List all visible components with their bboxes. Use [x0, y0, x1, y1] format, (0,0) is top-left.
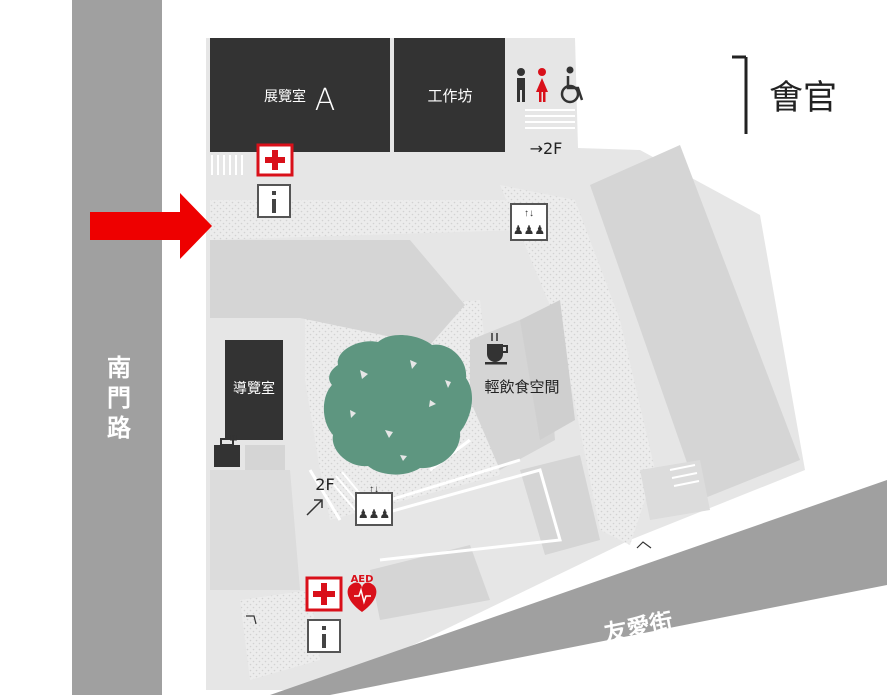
exhibition-room-a-label: 展覽室 [264, 88, 306, 105]
logo-text: 㑹官 [769, 78, 837, 118]
elevator-icon: ↑↓ ♟♟♟ [510, 203, 548, 241]
guide-room [225, 340, 283, 440]
elevator-icon: ↑↓ ♟♟♟ [355, 484, 393, 526]
info-icon [307, 619, 341, 653]
coffee-cup-icon [485, 333, 508, 365]
floor-label-center: 2F [315, 475, 334, 494]
svg-text:♟♟♟: ♟♟♟ [513, 223, 545, 237]
cafe-label: 輕飲食空間 [484, 378, 559, 396]
luggage-icon: ⚿ [214, 433, 240, 467]
entrance-arrow-icon [90, 193, 212, 259]
svg-text:↑↓: ↑↓ [524, 208, 534, 219]
workshop-label: 工作坊 [427, 87, 472, 105]
corner-marks [246, 541, 652, 625]
info-icon [257, 184, 291, 218]
exhibition-room-a [210, 38, 390, 152]
svg-text:↑↓: ↑↓ [369, 484, 379, 495]
wheelchair-icon [560, 66, 584, 104]
exhibition-room-a-letter: A [315, 83, 336, 118]
guide-room-label: 導覽室 [233, 380, 275, 397]
workshop-room [394, 38, 505, 152]
floor-label-north: →2F [530, 139, 563, 158]
stairs [211, 109, 700, 511]
building-blocks [210, 145, 800, 620]
courtyard-tree [323, 334, 473, 475]
first-aid-icon [256, 143, 294, 177]
street-label-west: 南門路 [102, 355, 131, 445]
aed-heart-icon [347, 582, 377, 612]
first-aid-icon [305, 576, 343, 612]
aed-label: AED [351, 574, 374, 585]
svg-text:♟♟♟: ♟♟♟ [358, 507, 390, 521]
restroom-icon [517, 68, 548, 102]
stair-arrow-icon [306, 499, 323, 516]
south-road [270, 480, 887, 695]
svg-text:⚿: ⚿ [230, 433, 237, 443]
west-road [72, 0, 162, 695]
